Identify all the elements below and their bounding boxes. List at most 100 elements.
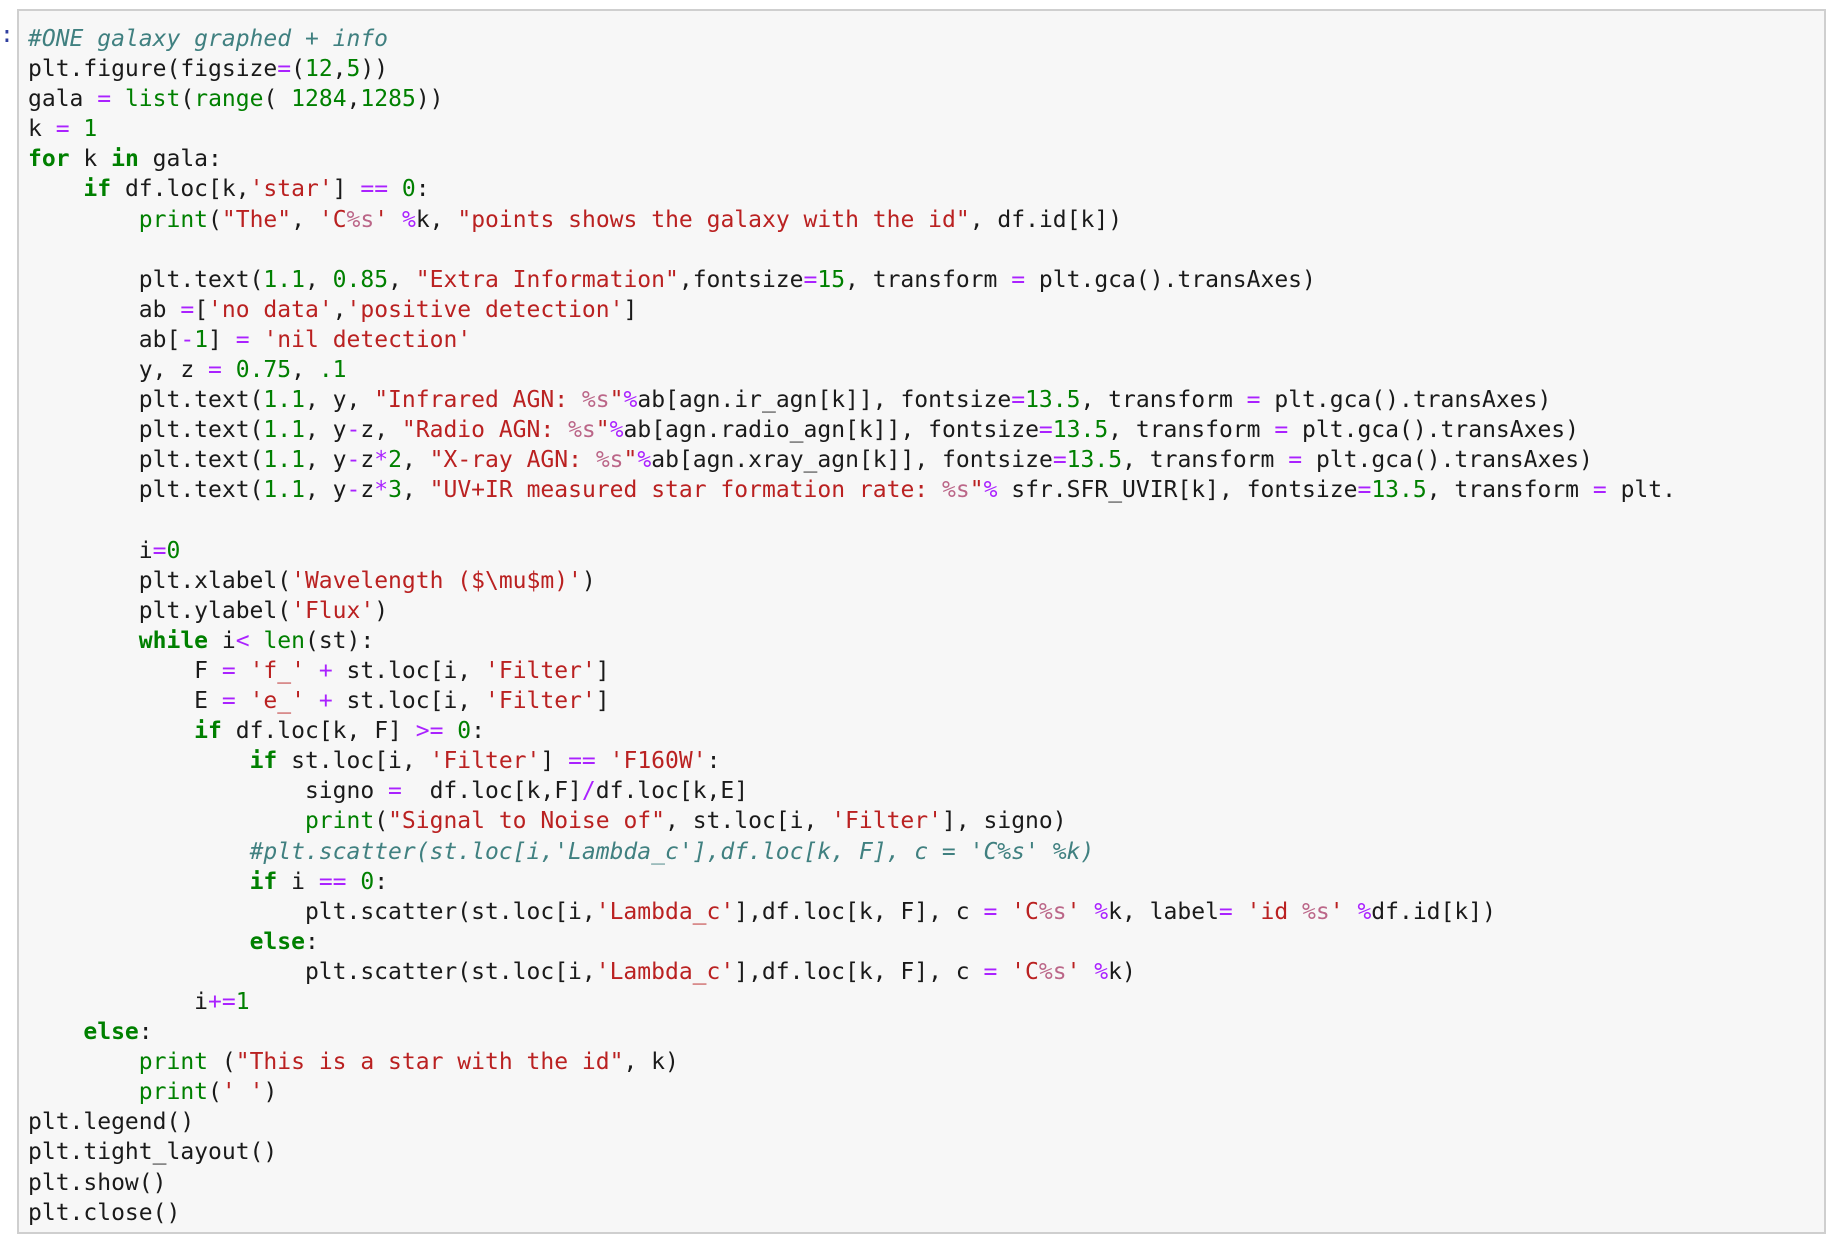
code-line bbox=[28, 235, 1824, 265]
code-line: print("The", 'C%s' %k, "points shows the… bbox=[28, 205, 1824, 235]
code-line: k = 1 bbox=[28, 114, 1824, 144]
code-token bbox=[28, 808, 305, 834]
code-token: else bbox=[249, 928, 305, 955]
code-token: #ONE galaxy graphed + info bbox=[28, 26, 389, 52]
code-line: print(' ') bbox=[28, 1077, 1824, 1107]
code-token bbox=[28, 839, 250, 865]
code-token: ] bbox=[595, 657, 610, 684]
code-token: "This is a star with the id" bbox=[235, 1049, 624, 1076]
code-line: plt.xlabel('Wavelength ($\mu$m)') bbox=[28, 566, 1824, 596]
code-token: i bbox=[28, 989, 209, 1015]
code-line: plt.text(1.1, 0.85, "Extra Information",… bbox=[28, 265, 1824, 295]
code-token: plt.text( bbox=[28, 266, 264, 293]
code-token: ] bbox=[595, 688, 610, 715]
code-token: ab[agn.radio_agn[k]], fontsize bbox=[623, 417, 1039, 444]
code-line: plt.scatter(st.loc[i,'Lambda_c'],df.loc[… bbox=[28, 957, 1824, 987]
code-token: ( bbox=[263, 86, 292, 113]
code-token: k, label bbox=[1108, 898, 1219, 925]
code-token: , bbox=[401, 477, 430, 504]
code-line: plt.tight_layout() bbox=[28, 1137, 1824, 1167]
code-token: 1284 bbox=[291, 86, 347, 113]
code-token: 'positive detection' bbox=[346, 296, 624, 323]
code-line: plt.ylabel('Flux') bbox=[28, 596, 1824, 626]
code-token: ( bbox=[208, 1049, 236, 1076]
code-token: , bbox=[401, 447, 430, 474]
code-token: F bbox=[28, 657, 222, 684]
code-token: [ bbox=[194, 296, 209, 323]
code-token: st.loc[i, bbox=[332, 657, 486, 684]
code-token: = bbox=[1592, 477, 1607, 504]
code-token: 1.1 bbox=[263, 477, 305, 504]
code-token: 0.85 bbox=[332, 266, 389, 293]
code-token: k, bbox=[415, 206, 458, 233]
code-token: list bbox=[111, 86, 181, 113]
code-token: "Signal to Noise of" bbox=[388, 808, 666, 835]
code-line: for k in gala: bbox=[28, 144, 1824, 174]
code-token: = bbox=[152, 537, 167, 564]
code-token bbox=[28, 718, 194, 744]
code-line: ab[-1] = 'nil detection' bbox=[28, 325, 1824, 355]
code-token: = bbox=[1011, 387, 1026, 414]
code-token: "Extra Information" bbox=[415, 266, 679, 293]
code-token: gala: bbox=[138, 146, 222, 173]
code-token: z, bbox=[360, 417, 402, 444]
code-token: while bbox=[138, 627, 209, 654]
code-line: plt.figure(figsize=(12,5)) bbox=[28, 54, 1824, 84]
code-token: 'Filter' bbox=[831, 808, 942, 835]
code-token: plt.show() bbox=[28, 1169, 167, 1196]
code-token: plt.scatter(st.loc[i, bbox=[28, 898, 596, 925]
code-token: ] bbox=[623, 296, 638, 323]
code-token: 0 bbox=[443, 718, 472, 745]
code-token: ],df.loc[k, F], c bbox=[734, 958, 984, 985]
code-line: gala = list(range( 1284,1285)) bbox=[28, 84, 1824, 114]
code-token: "points shows the galaxy with the id" bbox=[457, 206, 970, 233]
code-token: 0 bbox=[346, 868, 375, 895]
code-token: == bbox=[360, 176, 389, 203]
code-token: - bbox=[346, 417, 361, 444]
code-token: , st.loc[i, bbox=[665, 808, 832, 835]
code-line: while i< len(st): bbox=[28, 626, 1824, 656]
code-token: 'no data' bbox=[208, 296, 333, 323]
code-line: plt.legend() bbox=[28, 1107, 1824, 1137]
code-line: if df.loc[k,'star'] == 0: bbox=[28, 174, 1824, 204]
code-token: z bbox=[360, 447, 375, 474]
cell-prompt-marker: : bbox=[0, 22, 14, 48]
code-token: "X-ray AGN: bbox=[429, 447, 596, 474]
code-token bbox=[28, 1049, 139, 1075]
code-token: #plt.scatter(st.loc[i,'Lambda_c'],df.loc… bbox=[249, 838, 1095, 865]
code-line: plt.text(1.1, y-z, "Radio AGN: %s"%ab[ag… bbox=[28, 415, 1824, 445]
code-token: = bbox=[1357, 477, 1372, 504]
code-token: ) bbox=[581, 567, 596, 594]
code-token: , transform bbox=[1108, 417, 1275, 444]
code-token: % bbox=[1343, 898, 1372, 925]
code-token: .1 bbox=[318, 357, 347, 384]
code-token: 1.1 bbox=[263, 387, 305, 414]
code-token: 1 bbox=[194, 326, 209, 353]
code-token: 13.5 bbox=[1066, 447, 1123, 474]
code-token: 1 bbox=[69, 116, 98, 143]
code-token: 13.5 bbox=[1371, 477, 1427, 504]
code-token: 'F160W' bbox=[595, 748, 707, 775]
code-line: plt.show() bbox=[28, 1168, 1824, 1198]
code-token: if bbox=[249, 748, 278, 775]
code-token: , transform bbox=[1122, 447, 1289, 474]
code-token: ( bbox=[180, 86, 195, 113]
code-token: % bbox=[623, 387, 638, 414]
code-token: ' bbox=[1066, 958, 1081, 985]
code-token: %s bbox=[568, 417, 596, 444]
code-token: plt.text( bbox=[28, 447, 264, 474]
code-token: plt.close() bbox=[28, 1199, 181, 1226]
code-token bbox=[28, 869, 250, 895]
code-token: 1285 bbox=[360, 86, 416, 113]
code-token: 'Lambda_c' bbox=[595, 958, 735, 985]
code-token: plt.gca().transAxes) bbox=[1025, 266, 1316, 293]
code-token: %s bbox=[581, 387, 610, 414]
code-line bbox=[28, 506, 1824, 536]
code-token: : bbox=[415, 176, 430, 203]
code-token: ( bbox=[291, 56, 305, 83]
code-token: ' ' bbox=[221, 1079, 264, 1106]
code-token: 5 bbox=[346, 56, 361, 83]
code-token: )) bbox=[360, 56, 389, 83]
